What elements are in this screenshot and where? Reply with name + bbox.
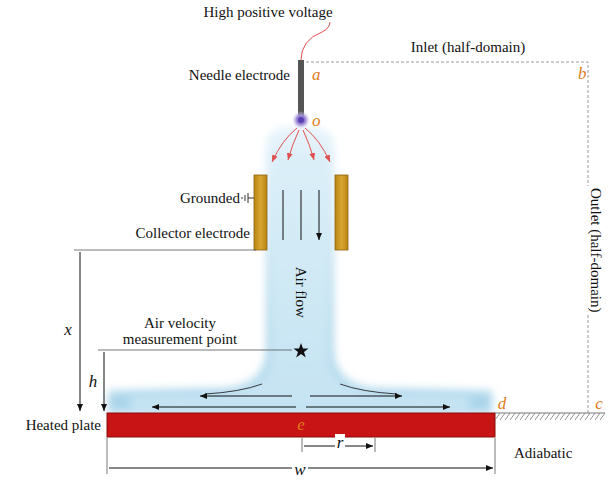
part-label: Needle electrode — [189, 67, 290, 84]
boundary-label: Outlet (half-domain) — [587, 186, 604, 315]
boundary-label: Adiabatic — [514, 445, 572, 462]
dimension-label: x — [64, 321, 72, 340]
dimension-label: w — [292, 461, 307, 480]
dimension-label: h — [89, 373, 98, 392]
point-letter: e — [297, 416, 305, 435]
part-label: Collector electrode — [135, 225, 250, 242]
point-letter: b — [578, 65, 587, 84]
part-label: Grounded — [180, 190, 240, 207]
point-letter: a — [312, 66, 321, 85]
part-label: Heated plate — [26, 417, 101, 434]
boundary-label: Inlet (half-domain) — [411, 39, 526, 56]
point-letter: d — [498, 395, 507, 414]
flow-label: Air flow — [293, 266, 310, 317]
point-letter: o — [312, 112, 321, 131]
dimension-label: r — [335, 434, 346, 453]
annotation-label: High positive voltage — [203, 4, 332, 21]
annotation-label: Air velocity measurement point — [115, 315, 245, 348]
point-letter: c — [595, 395, 603, 414]
